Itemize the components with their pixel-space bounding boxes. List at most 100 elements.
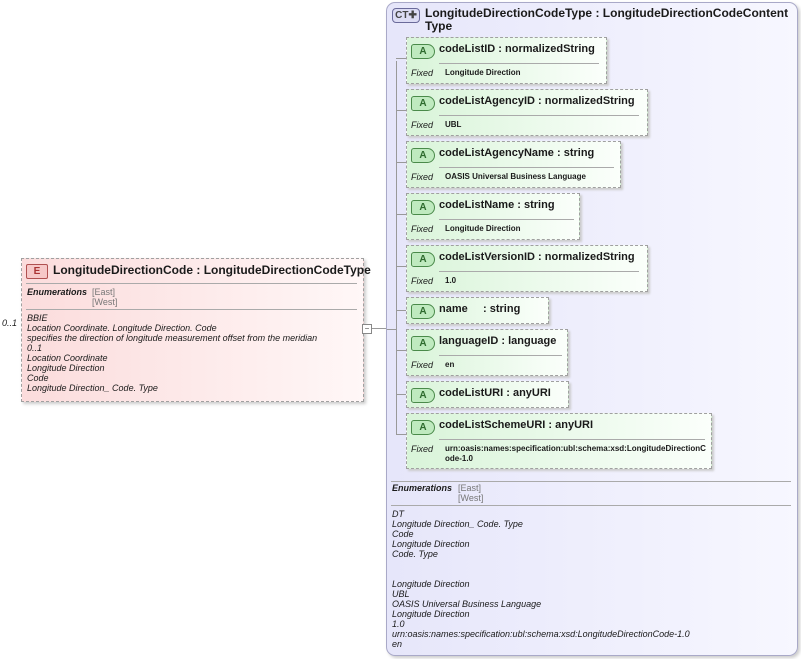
attribute-badge-icon: A xyxy=(411,304,435,319)
element-title: LongitudeDirectionCode : LongitudeDirect… xyxy=(53,263,371,277)
attribute-connector-line xyxy=(396,61,397,434)
doc-line: urn:oasis:names:specification:ubl:schema… xyxy=(392,629,690,639)
enum-value: [West] xyxy=(92,297,118,307)
connector-line xyxy=(396,310,406,311)
enum-value: [East] xyxy=(92,287,116,297)
enumerations-label: Enumerations xyxy=(27,287,88,297)
fixed-value: en xyxy=(445,360,455,369)
doc-line: Longitude Direction_ Code. Type xyxy=(392,519,523,529)
attribute-box[interactable]: A codeListVersionID : normalizedString F… xyxy=(406,245,648,292)
attribute-label: codeListSchemeURI : anyURI xyxy=(439,419,594,431)
attribute-name: codeListVersionID xyxy=(439,251,535,263)
attribute-name: codeListAgencyName xyxy=(439,147,554,159)
attribute-box[interactable]: A codeListID : normalizedString Fixed Lo… xyxy=(406,37,607,84)
attribute-type: string xyxy=(563,147,595,159)
element-name: LongitudeDirectionCode xyxy=(53,263,193,277)
complex-type-documentation: DT Longitude Direction_ Code. Type Code … xyxy=(392,509,690,649)
attribute-name: codeListID xyxy=(439,43,496,55)
connector-line xyxy=(396,434,406,435)
doc-line: specifies the direction of longitude mea… xyxy=(27,333,318,343)
attribute-type: string xyxy=(489,303,521,315)
divider xyxy=(26,283,357,284)
multiplicity-label: 0..1 xyxy=(2,318,18,328)
divider xyxy=(439,219,574,220)
attribute-label: languageID : language xyxy=(439,335,557,347)
enumerations-label: Enumerations xyxy=(392,483,453,493)
attribute-type: anyURI xyxy=(555,419,594,431)
attribute-badge-icon: A xyxy=(411,44,435,59)
collapse-toggle-icon[interactable]: − xyxy=(362,324,372,334)
doc-line: OASIS Universal Business Language xyxy=(392,599,542,609)
attribute-name: codeListAgencyID xyxy=(439,95,535,107)
attribute-badge-icon: A xyxy=(411,148,435,163)
divider xyxy=(439,271,639,272)
doc-line: Code. Type xyxy=(392,549,438,559)
fixed-label: Fixed xyxy=(411,68,434,78)
attribute-box[interactable]: A name : string xyxy=(406,297,549,324)
attribute-label: codeListID : normalizedString xyxy=(439,43,595,55)
divider xyxy=(26,309,357,310)
connector-line xyxy=(396,350,406,351)
doc-line: UBL xyxy=(392,589,410,599)
doc-line: Longitude Direction xyxy=(392,539,470,549)
complex-type-name: LongitudeDirectionCodeType xyxy=(425,6,593,20)
element-box[interactable]: E LongitudeDirectionCode : LongitudeDire… xyxy=(21,258,371,402)
doc-line: Longitude Direction xyxy=(392,609,470,619)
doc-line xyxy=(392,559,690,569)
attribute-label: name : string xyxy=(439,303,521,315)
attribute-box[interactable]: A codeListSchemeURI : anyURI Fixed urn:o… xyxy=(406,413,712,469)
attribute-label: codeListAgencyName : string xyxy=(439,147,595,159)
doc-line: en xyxy=(392,639,403,649)
connector-line xyxy=(362,328,386,329)
attribute-box[interactable]: A codeListAgencyID : normalizedString Fi… xyxy=(406,89,648,136)
divider xyxy=(439,115,639,116)
complex-type-base: LongitudeDirectionCodeContentType xyxy=(425,6,789,33)
doc-line xyxy=(392,569,690,579)
attribute-box[interactable]: A languageID : language Fixed en xyxy=(406,329,568,376)
attribute-type: anyURI xyxy=(512,387,551,399)
doc-line: Location Coordinate. Longitude Direction… xyxy=(27,323,217,333)
divider xyxy=(391,505,791,506)
connector-line xyxy=(396,214,406,215)
connector-line xyxy=(396,58,406,59)
attribute-type: language xyxy=(508,335,557,347)
complex-type-badge-label: CT xyxy=(395,10,409,21)
doc-line: Location Coordinate xyxy=(27,353,108,363)
attribute-box[interactable]: A codeListURI : anyURI xyxy=(406,381,569,408)
connector-line xyxy=(396,394,406,395)
attribute-box[interactable]: A codeListName : string Fixed Longitude … xyxy=(406,193,580,240)
attribute-type: normalizedString xyxy=(544,95,635,107)
attribute-box[interactable]: A codeListAgencyName : string Fixed OASI… xyxy=(406,141,621,188)
attribute-label: codeListVersionID : normalizedString xyxy=(439,251,635,263)
attribute-type: normalizedString xyxy=(505,43,595,55)
divider xyxy=(439,167,614,168)
doc-line: Longitude Direction_ Code. Type xyxy=(27,383,158,393)
divider xyxy=(439,355,562,356)
doc-line: 1.0 xyxy=(392,619,405,629)
fixed-label: Fixed xyxy=(411,276,434,286)
divider xyxy=(439,439,705,440)
attribute-badge-icon: A xyxy=(411,420,435,435)
connector-line xyxy=(396,266,406,267)
fixed-value: urn:oasis:names:specification:ubl:schema… xyxy=(445,444,706,463)
attribute-type: string xyxy=(523,199,555,211)
attribute-badge-icon: A xyxy=(411,96,435,111)
attribute-label: codeListURI : anyURI xyxy=(439,387,551,399)
connector-line xyxy=(396,162,406,163)
attribute-badge-icon: A xyxy=(411,336,435,351)
attribute-label: codeListName : string xyxy=(439,199,555,211)
element-documentation: BBIE Location Coordinate. Longitude Dire… xyxy=(27,313,317,393)
attribute-name: languageID xyxy=(439,335,499,347)
doc-line: BBIE xyxy=(27,313,48,323)
attribute-name: codeListURI xyxy=(439,387,504,399)
complex-type-badge-icon: CT✚ xyxy=(392,8,420,23)
element-badge-icon: E xyxy=(26,264,48,279)
doc-line: Code xyxy=(392,529,414,539)
enum-value: [West] xyxy=(458,493,484,503)
connector-line xyxy=(387,329,396,330)
connector-line xyxy=(396,110,406,111)
attribute-badge-icon: A xyxy=(411,252,435,267)
fixed-value: Longitude Direction xyxy=(445,68,521,77)
fixed-label: Fixed xyxy=(411,172,434,182)
fixed-value: Longitude Direction xyxy=(445,224,521,233)
